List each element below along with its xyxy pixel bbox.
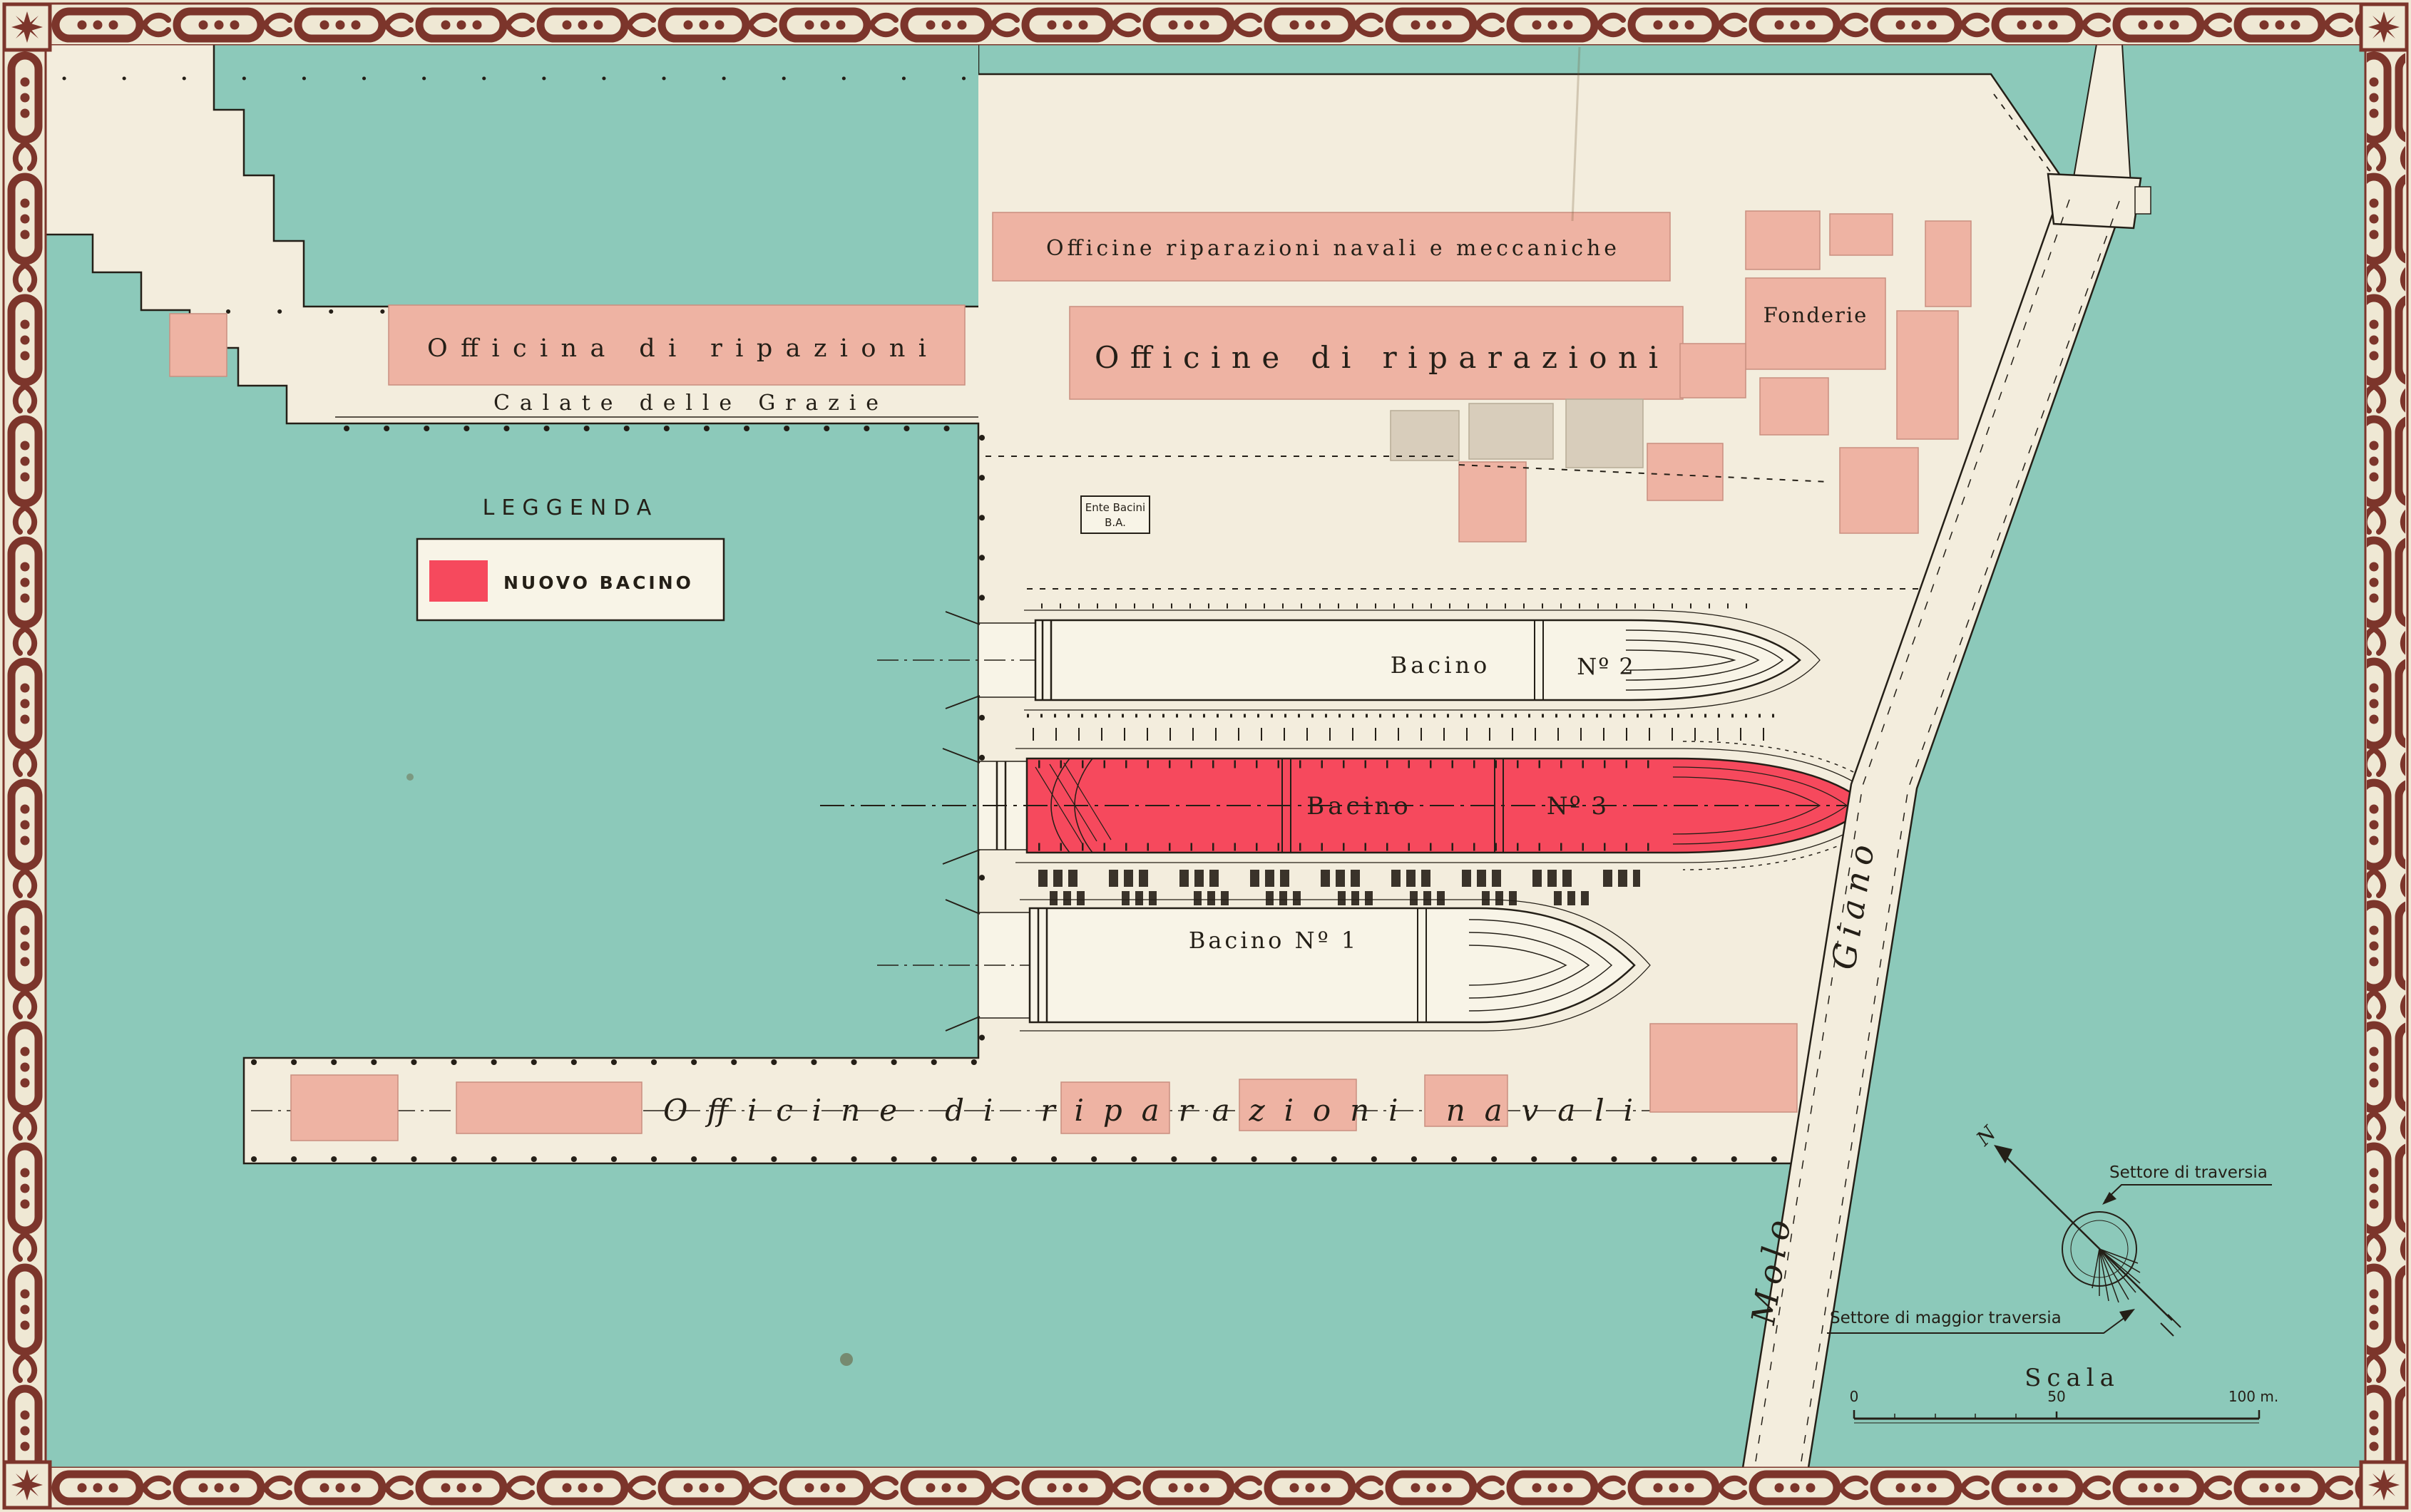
building-shed [1565, 398, 1644, 468]
building-block [1060, 1081, 1170, 1134]
corner-star-top-right [2361, 4, 2407, 50]
building-block [1458, 461, 1527, 542]
sector-major-arrowhead [2119, 1309, 2135, 1322]
building-block [1649, 1023, 1798, 1113]
dock-bacino-1: Bacino Nº 1 [877, 899, 1651, 1032]
border-left [6, 50, 44, 1462]
dock-bacino-2: Bacino Nº 2 [877, 610, 1821, 711]
building-block [1745, 210, 1821, 270]
north-buildings: Officine riparazioni navali e meccaniche… [992, 210, 1972, 542]
sector-traversia-label: Settore di traversia [2109, 1163, 2268, 1182]
border-top [50, 6, 2361, 44]
corner-star-bottom-left [4, 1462, 50, 1508]
dock1-label: Bacino Nº 1 [1189, 927, 1358, 954]
building-block [1424, 1074, 1508, 1127]
corner-star-top-left [4, 4, 50, 50]
sector-annotations: Settore di traversia Settore di maggior … [1827, 1163, 2272, 1334]
dry-docks: Bacino Nº 2 Bacino [820, 603, 1905, 1032]
dock2-number-label: Nº 2 [1577, 653, 1635, 680]
legend-title: LEGGENDA [483, 495, 659, 520]
legend-swatch-nuovo-bacino [429, 560, 488, 602]
building-repair-hall [1069, 306, 1684, 400]
building-block [1679, 343, 1746, 398]
south-pier: Officine di riparazioni navali [290, 1023, 1798, 1141]
building-shed [1390, 410, 1460, 461]
scale-title: Scala [2024, 1364, 2120, 1392]
ente-bacini-line1: Ente Bacini [1085, 501, 1145, 514]
corner-star-bottom-right [2361, 1462, 2407, 1508]
border-right [2367, 50, 2405, 1462]
dock3-number-label: Nº 3 [1547, 792, 1608, 821]
scale-hundred-label: 100 m. [2228, 1388, 2278, 1405]
building-shed [1468, 403, 1554, 460]
dock3-name-label: Bacino [1306, 792, 1412, 821]
grazie-basin [213, 44, 978, 308]
building-block [1829, 213, 1893, 256]
building-officina-ripazioni [388, 304, 966, 386]
building-block [1925, 220, 1972, 307]
ente-bacini-line2: B.A. [1105, 516, 1126, 529]
ente-bacini-box: Ente Bacini B.A. [1080, 495, 1150, 534]
molo-head-notch [2134, 186, 2151, 215]
building-block [1239, 1079, 1357, 1131]
paper-stains [406, 46, 1581, 1366]
building-north-hall [992, 212, 1671, 282]
building-block [1839, 447, 1919, 534]
building-block [290, 1074, 399, 1141]
sector-arrowhead [2102, 1192, 2116, 1205]
building-block [1647, 443, 1724, 501]
dock-bacino-3-new: Bacino Nº 3 [820, 741, 1905, 870]
legend: LEGGENDA NUOVO BACINO [416, 495, 725, 622]
building-small-quay [169, 313, 227, 377]
foundry-label: Fonderie [1764, 303, 1868, 327]
north-arrowhead [1994, 1145, 2012, 1163]
dock2-name-label: Bacino [1391, 652, 1491, 679]
scale-zero-label: 0 [1850, 1388, 1859, 1405]
scale-fifty-label: 50 [2047, 1388, 2065, 1405]
building-block [1759, 377, 1829, 436]
north-arrow [1996, 1147, 2173, 1321]
arrow-fletching [2160, 1314, 2181, 1337]
building-block [1896, 310, 1959, 440]
building-foundry [1745, 277, 1886, 370]
scale-bar: Scala 0 50 100 m. [1850, 1364, 2278, 1424]
border-bottom [50, 1468, 2361, 1506]
sector-maggior-label: Settore di maggior traversia [1830, 1309, 2062, 1327]
building-block [456, 1081, 643, 1134]
molo-head [2047, 173, 2142, 230]
legend-item-label: NUOVO BACINO [503, 572, 694, 593]
